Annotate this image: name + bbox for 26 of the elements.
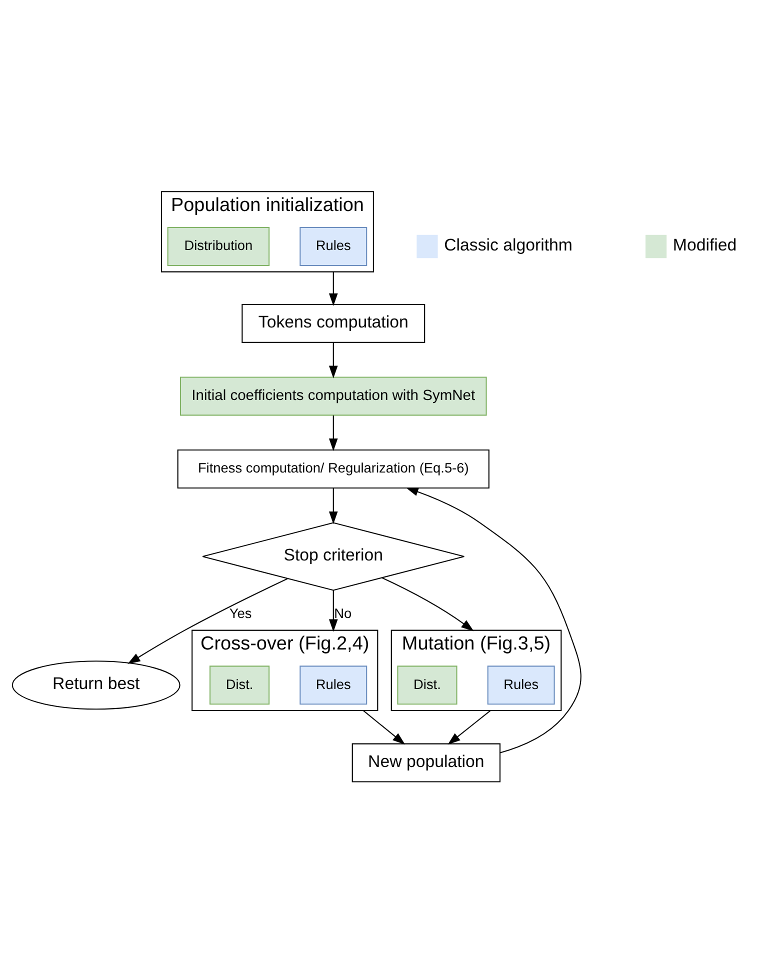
node-box: New population <box>352 742 501 782</box>
node-box: Rules <box>300 226 368 266</box>
arrow <box>448 710 491 744</box>
node-ellipse: Return best <box>12 660 180 710</box>
node-box: Initial coefficients computation with SymNet <box>180 376 487 416</box>
arrow <box>362 710 406 744</box>
node-box: Dist. <box>397 665 458 704</box>
node-box: Rules <box>300 665 368 704</box>
node-box: Distribution <box>167 226 270 266</box>
arrow <box>328 342 338 378</box>
legend-label: Modified <box>672 234 737 254</box>
node-box: Fitness computation/ Regularization (Eq.5-6) <box>177 448 490 488</box>
arrow <box>328 488 338 524</box>
arrow <box>406 487 582 753</box>
arrow <box>328 590 338 632</box>
edge-label: No <box>334 606 352 621</box>
arrow <box>328 271 338 306</box>
node-diamond: Stop criterion <box>202 522 465 590</box>
node-box: Dist. <box>209 665 270 704</box>
arrow <box>128 578 288 664</box>
edge-label: Yes <box>229 606 252 621</box>
arrow <box>382 576 474 631</box>
legend-label: Classic algorithm <box>444 234 572 254</box>
node-box: Rules <box>487 665 555 704</box>
arrow <box>328 414 338 451</box>
node-box: Tokens computation <box>242 303 426 342</box>
